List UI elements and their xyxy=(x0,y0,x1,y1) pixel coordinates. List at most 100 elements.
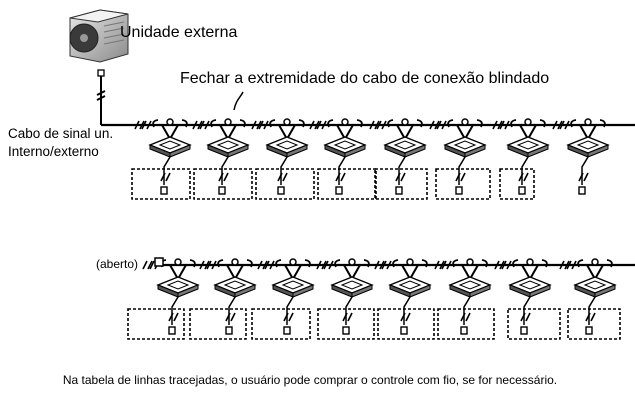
cable-break-icon xyxy=(369,120,380,130)
dashed-controller-box xyxy=(567,308,621,340)
dashed-controller-box xyxy=(127,308,185,340)
dashed-controller-box xyxy=(255,168,315,200)
wired-controller-icon xyxy=(400,326,408,335)
cable-break-icon xyxy=(192,120,203,130)
cassette-indoor-unit-icon xyxy=(435,118,491,200)
cable-break-icon xyxy=(141,120,152,130)
cable-break-icon xyxy=(199,120,210,130)
dashed-controller-box xyxy=(251,308,311,340)
cable-break-icon xyxy=(520,312,531,322)
cassette-indoor-unit-icon xyxy=(189,258,257,340)
cassette-indoor-unit-icon xyxy=(566,118,610,195)
cassette-indoor-unit-icon xyxy=(377,258,435,340)
dashed-controller-box xyxy=(437,308,495,340)
signal-cable-label: Cabo de sinal un. Interno/externo xyxy=(8,126,114,159)
cable-break-icon xyxy=(342,312,353,322)
cable-break-icon xyxy=(160,172,171,182)
wired-controller-icon xyxy=(342,326,350,335)
cassette-indoor-unit-icon xyxy=(193,118,253,200)
open-end-label: (aberto) xyxy=(96,257,139,271)
shield-leader-line xyxy=(233,91,244,111)
open-end-terminal-icon xyxy=(154,257,164,267)
wired-controller-icon xyxy=(335,186,343,195)
cable-break-icon xyxy=(395,172,406,182)
wired-controller-icon xyxy=(520,326,528,335)
cable-break-icon xyxy=(277,172,288,182)
cable-break-icon xyxy=(323,260,334,270)
cassette-indoor-unit-icon xyxy=(374,118,428,200)
cable-break-icon xyxy=(400,312,411,322)
wired-controller-icon xyxy=(455,186,463,195)
cable-break-icon xyxy=(552,120,563,130)
cassette-indoor-unit-icon xyxy=(567,258,621,340)
cable-break-icon xyxy=(585,312,596,322)
outdoor-unit-label: Unidade externa xyxy=(120,24,238,41)
cassette-indoor-unit-icon xyxy=(255,118,315,200)
wired-controller-icon xyxy=(395,186,403,195)
wired-controller-icon xyxy=(225,326,233,335)
cassette-indoor-unit-icon xyxy=(127,258,200,340)
cable-break-icon xyxy=(434,260,445,270)
cable-break-icon xyxy=(429,120,440,130)
cable-break-icon xyxy=(492,120,503,130)
cable-break-icon xyxy=(518,172,529,182)
cable-break-icon xyxy=(566,260,577,270)
shield-end-label: Fechar a extremidade do cabo de conexão … xyxy=(180,70,550,87)
cable-break-icon xyxy=(559,120,570,130)
cable-break-icon xyxy=(436,120,447,130)
cable-break-icon xyxy=(309,120,320,130)
indoor-row-lower xyxy=(127,257,635,340)
dashed-controller-box xyxy=(377,308,435,340)
cassette-indoor-unit-icon xyxy=(437,258,495,340)
wired-controller-icon xyxy=(578,186,586,195)
cable-break-icon xyxy=(283,312,294,322)
cassette-indoor-unit-icon xyxy=(499,118,550,200)
cable-break-icon xyxy=(335,172,346,182)
cable-break-icon xyxy=(381,260,392,270)
cassette-indoor-unit-icon xyxy=(317,258,375,340)
cable-break-icon xyxy=(134,120,145,130)
cassette-indoor-unit-icon xyxy=(251,258,315,340)
cable-break-icon xyxy=(206,260,217,270)
wired-controller-icon xyxy=(460,326,468,335)
cable-break-icon xyxy=(225,312,236,322)
cable-break-icon xyxy=(258,120,269,130)
cassette-indoor-unit-icon xyxy=(507,258,561,340)
cable-break-icon xyxy=(460,312,471,322)
cable-break-icon xyxy=(499,120,510,130)
dashed-controller-box xyxy=(317,308,375,340)
dashed-controller-box xyxy=(189,308,247,340)
cable-break-icon xyxy=(374,260,385,270)
cable-break-icon xyxy=(218,172,229,182)
cable-break-icon xyxy=(142,260,153,270)
cable-break-icon xyxy=(441,260,452,270)
indoor-row-upper xyxy=(101,118,635,200)
wired-controller-icon xyxy=(218,186,226,195)
footer-note: Na tabela de linhas tracejadas, o usuári… xyxy=(62,373,558,387)
dashed-controller-box xyxy=(193,168,253,200)
wired-controller-icon xyxy=(283,326,291,335)
cable-break-icon xyxy=(501,260,512,270)
cassette-indoor-unit-icon xyxy=(317,118,377,200)
cable-break-icon xyxy=(316,120,327,130)
dashed-controller-box xyxy=(131,168,191,200)
cassette-indoor-unit-icon xyxy=(131,118,192,200)
cable-break-icon xyxy=(199,260,210,270)
cable-break-icon xyxy=(168,312,179,322)
cable-break-icon xyxy=(257,260,268,270)
wired-controller-icon xyxy=(518,186,526,195)
cable-break-icon xyxy=(578,172,589,182)
cable-break-icon xyxy=(264,260,275,270)
outdoor-unit-icon xyxy=(69,9,129,77)
dashed-controller-box xyxy=(507,308,561,340)
dashed-controller-box xyxy=(499,168,535,200)
dashed-controller-box xyxy=(317,168,377,200)
cable-break-icon xyxy=(316,260,327,270)
dashed-controller-box xyxy=(435,168,491,200)
wired-controller-icon xyxy=(168,326,176,335)
wired-controller-icon xyxy=(277,186,285,195)
cable-break-icon xyxy=(455,172,466,182)
wired-controller-icon xyxy=(160,186,168,195)
dashed-controller-box xyxy=(374,168,428,200)
